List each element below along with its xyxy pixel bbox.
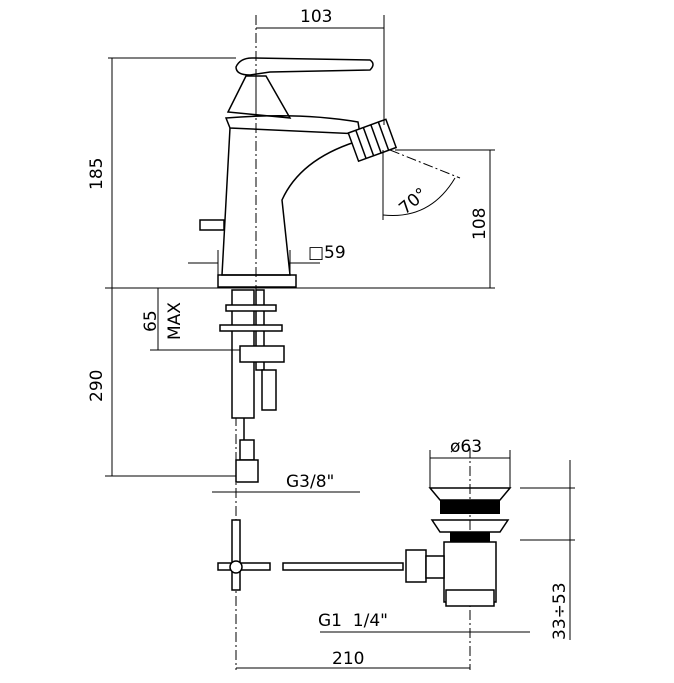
spout-axis xyxy=(389,149,461,179)
dim-spout-angle: 70° xyxy=(395,184,431,219)
dim-hose-length: 290 xyxy=(87,370,107,402)
waste-valve xyxy=(405,487,512,607)
popup-rod xyxy=(217,519,404,591)
faucet-body xyxy=(199,57,398,288)
dim-thickness-label: MAX xyxy=(165,302,185,340)
dim-hose-thread: G3/8" xyxy=(286,472,334,492)
dim-thickness-value: 65 xyxy=(141,310,161,332)
dim-width-top: 103 xyxy=(300,7,332,27)
mounting-hardware xyxy=(219,289,285,483)
dim-rod-length: 210 xyxy=(332,649,364,669)
dim-spout-height: 108 xyxy=(470,208,490,240)
dim-base-square: □59 xyxy=(308,243,346,263)
dim-waste-range: 33÷53 xyxy=(550,582,570,640)
dim-waste-diameter: ø63 xyxy=(450,437,482,457)
dimension-lines xyxy=(105,15,575,669)
dim-height-total: 185 xyxy=(87,158,107,190)
dim-waste-thread: G1 1/4" xyxy=(318,611,388,631)
